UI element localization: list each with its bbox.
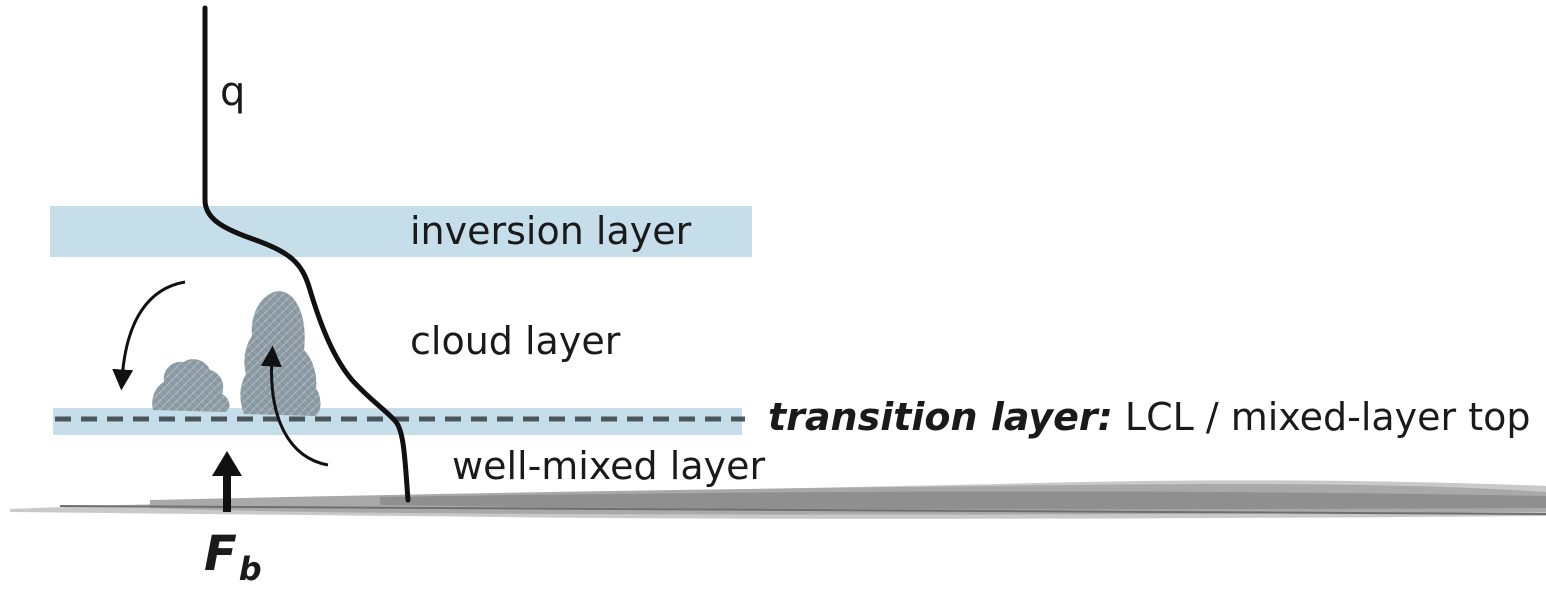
q-profile-line: [202, 5, 411, 503]
buoyancy-flux-arrow-icon: [212, 451, 242, 512]
curved-arrow-icon: [260, 345, 329, 467]
inversion-layer-band: [50, 206, 752, 257]
well-mixed-layer-label: well-mixed layer: [452, 444, 766, 488]
cumulus-cloud-icon: [240, 291, 321, 416]
transition-layer-desc: LCL / mixed-layer top: [1112, 395, 1531, 439]
inversion-layer-label: inversion layer: [410, 209, 692, 253]
q-label: q: [220, 69, 246, 115]
fb-main: F: [204, 526, 237, 582]
transition-layer-title: transition layer:: [768, 395, 1113, 439]
curved-arrow-icon: [112, 280, 186, 391]
cloud-layer-label: cloud layer: [410, 319, 621, 363]
ground-surface: [10, 480, 1546, 519]
fb-sub: b: [238, 550, 262, 588]
cumulus-cloud-icon: [152, 359, 230, 412]
transition-layer-label: transition layer: LCL / mixed-layer top: [768, 398, 1531, 436]
buoyancy-flux-label: Fb: [204, 530, 262, 585]
